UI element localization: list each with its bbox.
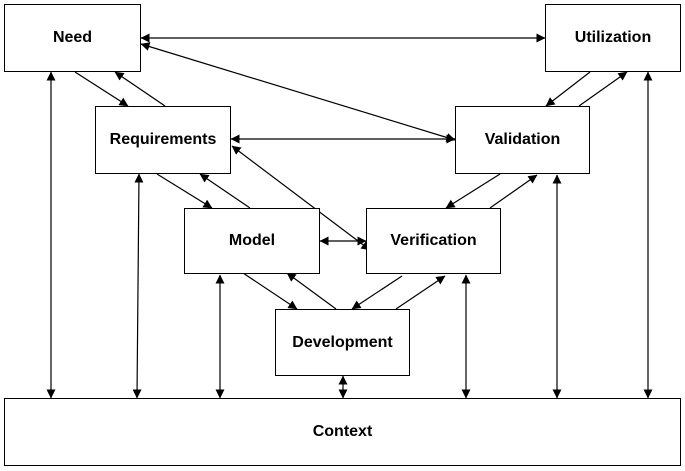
edge-verification-to-development	[351, 275, 403, 310]
node-model: Model	[184, 208, 320, 274]
edge-requirements-verification	[231, 145, 371, 251]
node-development: Development	[275, 309, 410, 376]
edge-development-to-model	[286, 272, 337, 310]
edge-requirements-context	[132, 173, 144, 399]
edge-need-to-requirements	[74, 71, 129, 107]
node-requirements: Requirements	[95, 106, 231, 174]
edge-development-to-verification	[395, 275, 446, 310]
node-verification: Verification	[366, 208, 501, 274]
node-utilization: Utilization	[545, 4, 681, 72]
edge-requirements-to-model	[156, 173, 213, 209]
edge-model-to-requirements	[199, 173, 251, 209]
edge-utilization-to-validation	[545, 71, 591, 107]
edge-validation-to-utilization	[578, 71, 628, 107]
edge-verification-to-validation	[489, 174, 538, 209]
edge-model-to-development	[242, 272, 298, 310]
node-need: Need	[4, 4, 141, 72]
edge-need-validation	[140, 42, 456, 142]
edge-validation-to-verification	[445, 173, 501, 209]
node-validation: Validation	[455, 106, 590, 174]
edge-requirements-to-need	[114, 71, 166, 107]
node-context: Context	[4, 398, 681, 466]
